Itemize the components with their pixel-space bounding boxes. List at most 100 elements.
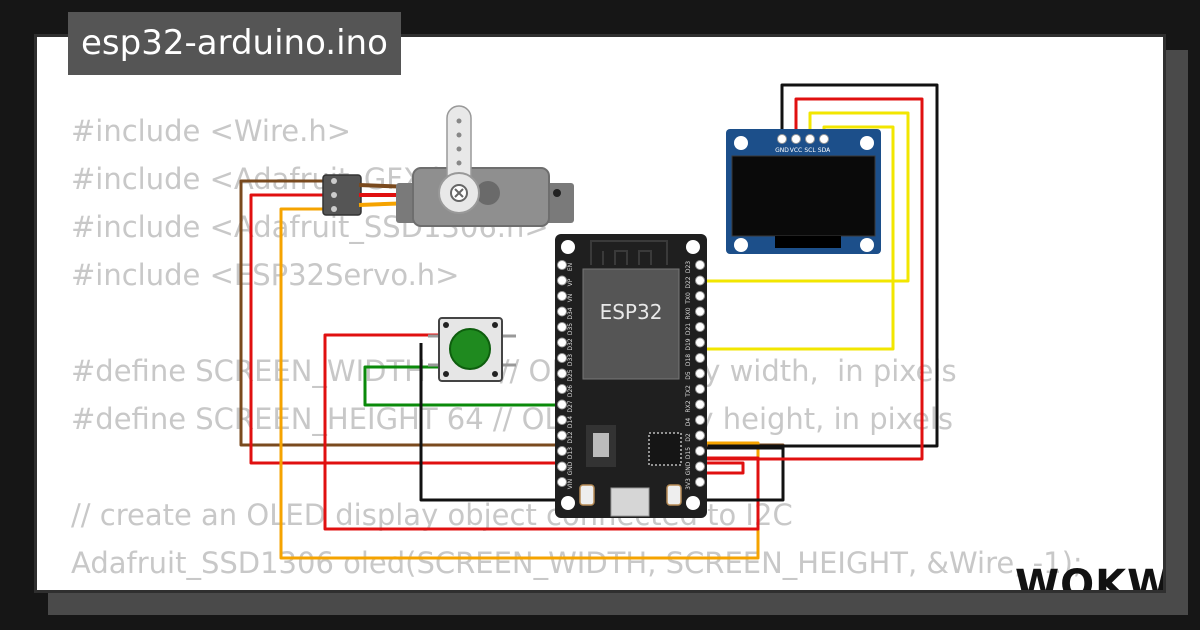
file-tab-title[interactable]: esp32-arduino.ino [68,12,401,75]
esp32-pin-tx2[interactable] [695,384,705,394]
esp32-pin-label: TX0 [685,292,692,305]
esp32-antenna [590,240,668,265]
esp32-pin-label: D34 [567,307,574,319]
button-corner-dot [492,322,498,328]
esp32-pin-label: TX2 [685,385,692,398]
esp32-mount-hole [561,240,575,254]
servo-horn-hole [456,146,462,152]
esp32-pin-label: D26 [567,385,574,397]
wire-oled-vcc[interactable] [697,97,924,461]
esp32-pin-d4[interactable] [695,415,705,425]
esp32-pin-vin[interactable] [557,477,567,487]
esp32-pin-d26[interactable] [557,384,567,394]
servo-connector [322,174,362,216]
esp32-pin-label: D5 [685,371,692,380]
servo-screw-cross-icon [454,188,464,198]
wire-servo-signal[interactable] [279,207,760,560]
esp32-pin-d12[interactable] [557,430,567,441]
circuit-diagram: GND VCC SCL SDA ESP32 ENVPVND34D35D32D33… [239,83,939,560]
wire-oled-gnd[interactable] [708,83,939,448]
esp32-pin-d35[interactable] [557,322,567,332]
esp32-pin-d21[interactable] [695,322,705,332]
esp32-mount-hole [561,496,575,510]
esp32-pin-d13[interactable] [557,446,567,456]
esp32-pin-gnd[interactable] [695,461,705,472]
oled-display[interactable]: GND VCC SCL SDA [726,129,881,254]
oled-pin-sda[interactable] [819,134,829,144]
esp32-pin-label: D25 [567,369,574,381]
esp32-pin-en[interactable] [557,260,567,270]
esp32-pin-d22[interactable] [695,275,705,286]
esp32-pin-label: D2 [685,433,692,442]
oled-pin-labels: GND VCC SCL SDA [775,147,831,154]
esp32-pin-label: VN [567,294,574,303]
code-line: #include <Wire.h> [71,114,352,148]
esp32-pin-d33[interactable] [557,353,567,363]
esp32-pin-d15[interactable] [695,446,705,456]
servo-pin-signal[interactable] [331,206,337,212]
esp32-pin-label: D13 [567,447,574,459]
servo-motor[interactable] [322,105,574,227]
esp32-pin-label: D4 [685,418,692,427]
pushbutton[interactable] [428,317,516,382]
esp32-mount-hole [686,240,700,254]
esp32-pin-gnd[interactable] [557,461,567,472]
esp32-pin-rx2[interactable] [695,399,705,410]
oled-mount-hole [860,136,874,150]
oled-pin-label: SCL [804,147,816,154]
esp32-pin-vp[interactable] [557,275,567,286]
esp32-pin-d5[interactable] [695,368,705,379]
esp32-pin-label: D22 [685,276,692,288]
servo-pin-gnd[interactable] [331,178,337,184]
esp32-pin-rx0[interactable] [695,306,705,317]
code-line: Adafruit_SSD1306 oled(SCREEN_WIDTH, SCRE… [71,546,1083,580]
esp32-pin-label: D14 [567,416,574,428]
oled-pin-label: GND [775,147,789,154]
oled-pin-label: VCC [790,147,802,154]
wires [239,83,939,560]
esp32-pin-label: 3V3 [685,478,692,490]
esp32-pin-d23[interactable] [695,260,705,270]
esp32-pin-tx0[interactable] [695,291,705,301]
wire-servo-vcc[interactable] [249,193,745,475]
simulation-canvas[interactable]: #include <Wire.h>#include <Adafruit_GFX.… [34,34,1166,593]
esp32-mount-hole [686,496,700,510]
esp32-pin-vn[interactable] [557,291,567,301]
esp32-pin-label: D15 [685,447,692,459]
esp32-left-header: ENVPVND34D35D32D33D25D26D27D14D12D13GNDV… [557,260,574,489]
esp32-pin-d27[interactable] [557,399,567,410]
esp32-regulator-tab [593,433,609,457]
esp32-pin-label: GND [685,461,692,475]
esp32-pin-label: GND [567,461,574,475]
esp32-pin-label: VP [567,278,574,286]
esp32-pin-label: D33 [567,354,574,366]
esp32-pin-label: D12 [567,431,574,443]
esp32-pin-label: D18 [685,354,692,366]
esp32-pin-d18[interactable] [695,353,705,363]
wire-button-signal[interactable] [363,365,695,407]
esp32-pin-d25[interactable] [557,368,567,379]
oled-pin-gnd[interactable] [777,134,787,144]
servo-horn-hole [456,118,462,124]
oled-mount-hole [734,238,748,252]
esp32-pin-label: D32 [567,338,574,350]
servo-pin-vcc[interactable] [331,192,337,198]
oled-pin-label: SDA [818,147,831,154]
esp32-pin-d14[interactable] [557,415,567,425]
esp32-pin-label: VIN [567,479,574,489]
servo-horn-hole [456,160,462,166]
esp32-pin-d2[interactable] [695,430,705,441]
esp32-pin-d34[interactable] [557,306,567,317]
wire-button-gnd[interactable] [419,343,785,502]
esp32-pin-d19[interactable] [695,337,705,348]
esp32-pin-label: D21 [685,323,692,335]
esp32-pin-3v3[interactable] [695,477,705,487]
oled-pin-vcc[interactable] [791,134,801,144]
boot-button[interactable] [579,484,595,506]
reset-button[interactable] [666,484,682,506]
oled-pin-scl[interactable] [805,134,815,144]
esp32-pin-d32[interactable] [557,337,567,348]
button-corner-dot [443,371,449,377]
button-cap[interactable] [449,328,491,370]
esp32-board[interactable]: ESP32 ENVPVND34D35D32D33D25D26D27D14D12D… [555,234,707,518]
